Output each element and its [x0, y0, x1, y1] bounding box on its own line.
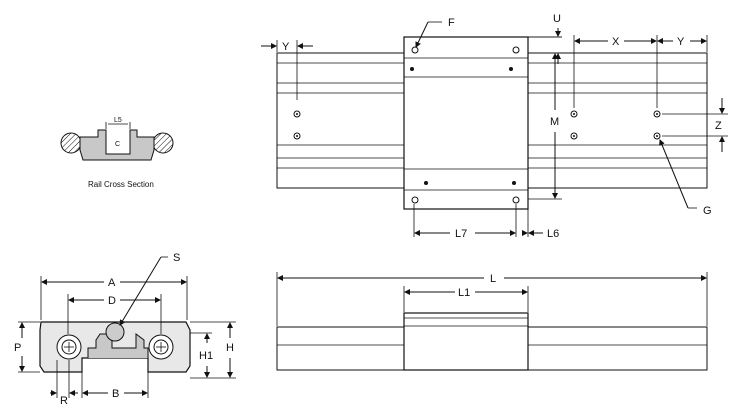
- carriage-bolt: [512, 196, 520, 204]
- label-L1: L1: [458, 287, 470, 299]
- label-L: L: [490, 273, 496, 285]
- label-X: X: [612, 36, 620, 48]
- label-R: R: [60, 395, 68, 407]
- carriage-hole: [512, 181, 516, 185]
- label-S: S: [173, 252, 180, 264]
- carriage-hole: [424, 181, 428, 185]
- label-H: H: [226, 342, 234, 354]
- carriage-bolt: [512, 46, 520, 54]
- rail-end-profile: [87, 333, 149, 358]
- label-L6: L6: [547, 228, 559, 240]
- label-G: G: [703, 205, 712, 217]
- carriage-hole: [410, 67, 414, 71]
- top-view: Y F U M X Y Z G: [261, 13, 728, 240]
- label-A: A: [108, 277, 116, 289]
- rail-cross-section-caption: Rail Cross Section: [88, 180, 154, 189]
- carriage-top: [403, 36, 529, 210]
- label-D: D: [108, 295, 116, 307]
- label-Y-left: Y: [282, 41, 290, 53]
- label-H1: H1: [199, 350, 213, 362]
- label-Z: Z: [715, 120, 722, 132]
- side-view: L L1: [276, 272, 708, 371]
- label-C: C: [115, 141, 120, 148]
- label-M: M: [550, 116, 559, 128]
- carriage-bolt: [411, 196, 419, 204]
- rail-cross-section: L5 C Rail Cross Section: [60, 117, 174, 189]
- carriage-side: [403, 312, 529, 371]
- label-U: U: [553, 13, 561, 25]
- label-L5: L5: [114, 117, 122, 124]
- label-L7: L7: [455, 228, 467, 240]
- top-ball: [105, 322, 125, 342]
- label-F: F: [448, 17, 455, 29]
- label-Y-right: Y: [677, 36, 685, 48]
- rail-profile: [79, 129, 155, 161]
- label-B: B: [112, 388, 119, 400]
- rail-round-right: [152, 132, 174, 154]
- carriage-bolt: [411, 46, 419, 54]
- carriage-hole: [509, 67, 513, 71]
- label-P: P: [14, 342, 21, 354]
- rail-round-left: [60, 132, 82, 154]
- end-view: S A D P H H1 R: [14, 252, 236, 407]
